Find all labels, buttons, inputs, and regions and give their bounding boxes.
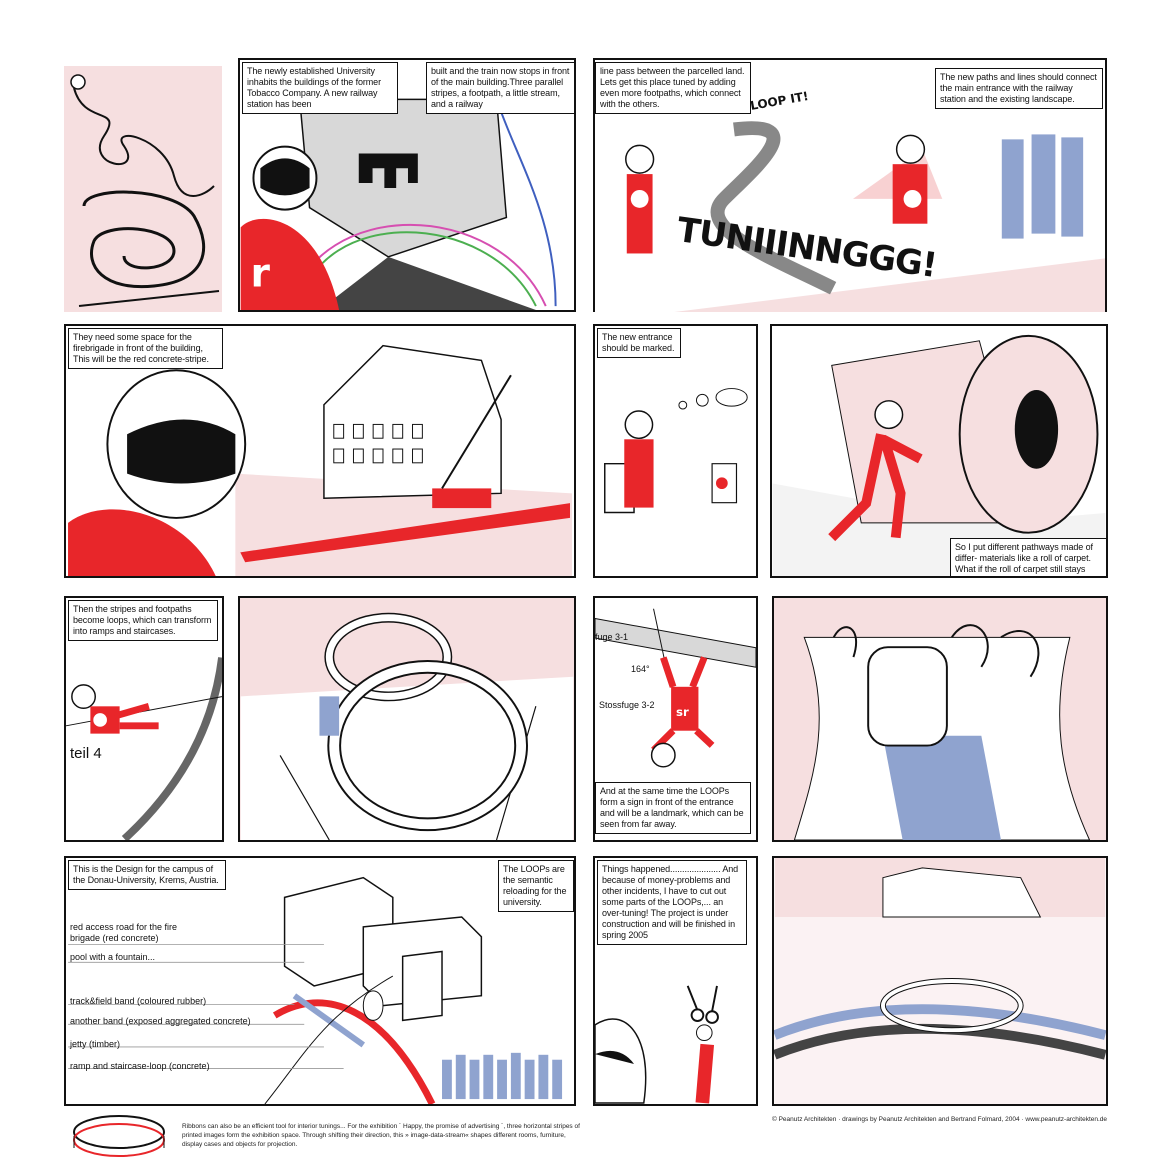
upside-down-runner-sketch: sr — [595, 608, 756, 768]
panel-loops-closeup — [772, 596, 1108, 842]
thinking-toilet-sketch — [604, 388, 748, 514]
caption-firebrigade: They need some space for the firebrigade… — [68, 328, 223, 369]
panel-intro-loops — [64, 66, 222, 312]
legend-jetty: jetty (timber) — [70, 1039, 121, 1049]
legend-ramp: ramp and staircase-loop (concrete) — [70, 1061, 210, 1071]
runner-paths-sketch — [625, 121, 1105, 312]
legend-track-field: track&field band (coloured rubber) — [70, 996, 207, 1006]
cut-loops-sketch — [774, 858, 1106, 1104]
label-teil-4: teil 4 — [70, 745, 102, 762]
panel-campus-design: This is the Design for the campus of the… — [64, 856, 576, 1106]
loop-ribbon-sketch — [70, 74, 220, 307]
caption-train: built and the train now stops in front o… — [426, 62, 574, 114]
panel-cut-loops — [772, 856, 1108, 1106]
panel-things-happened: Things happened..................... And… — [593, 856, 758, 1106]
caption-university: The newly established University inhabit… — [242, 62, 398, 114]
caption-new-paths: The new paths and lines should connect t… — [935, 68, 1103, 109]
loops-closeup-sketch — [793, 624, 1091, 840]
label-fuge-3-1: fuge 3-1 — [595, 632, 629, 642]
loops-perspective-sketch — [240, 612, 574, 840]
label-angle: 164° — [631, 664, 650, 674]
caption-entrance: The new entrance should be marked. — [597, 328, 681, 358]
caption-carpet-roll: So I put different pathways made of diff… — [950, 538, 1106, 576]
firebrigade-building-sketch — [68, 344, 572, 576]
label-stossfuge: Stossfuge 3-2 — [599, 700, 655, 710]
carpet-roll-sketch — [772, 334, 1106, 576]
svg-text:r: r — [251, 250, 271, 296]
panel-entrance-marked: The new entrance should be marked. — [593, 324, 758, 578]
panel-loops-ramps: Then the stripes and footpaths become lo… — [64, 596, 224, 842]
caption-campus-design: This is the Design for the campus of the… — [68, 860, 226, 890]
legend-another-band: another band (exposed aggregated concret… — [70, 1016, 251, 1026]
panel-loop-it: line pass between the parcelled land. Le… — [593, 58, 1107, 312]
panel-carpet-roll: So I put different pathways made of diff… — [770, 324, 1108, 578]
scissors-sketch — [595, 985, 719, 1104]
runner-measure-sketch — [66, 657, 222, 840]
panel-firebrigade: They need some space for the firebrigade… — [64, 324, 576, 578]
panel-landmark-sign: sr fuge 3-1 164° Stossfuge 3-2 And at th… — [593, 596, 758, 842]
panel-university-map: r The newly established University inhab… — [238, 58, 576, 312]
campus-axonometric-sketch — [68, 876, 563, 1104]
caption-landmark: And at the same time the LOOPs form a si… — [595, 782, 751, 834]
ribbon-text: Ribbons can also be an efficient tool fo… — [182, 1123, 580, 1148]
legend-fire-road: red access road for the fire brigade (re… — [70, 922, 178, 943]
panel-loops-perspective — [238, 596, 576, 842]
caption-parcelled-land: line pass between the parcelled land. Le… — [595, 62, 751, 114]
caption-semantic: The LOOPs are the semantic reloading for… — [498, 860, 574, 912]
campus-map-sketch: r — [240, 98, 557, 310]
credits: © Peanutz Architekten · drawings by Pean… — [772, 1116, 1108, 1123]
ribbon-ring-icon — [73, 1115, 165, 1157]
caption-loops-ramps: Then the stripes and footpaths become lo… — [68, 600, 218, 641]
sr-logo: sr — [676, 705, 689, 719]
legend-pool: pool with a fountain... — [70, 952, 156, 962]
caption-things-happened: Things happened..................... And… — [597, 860, 747, 945]
